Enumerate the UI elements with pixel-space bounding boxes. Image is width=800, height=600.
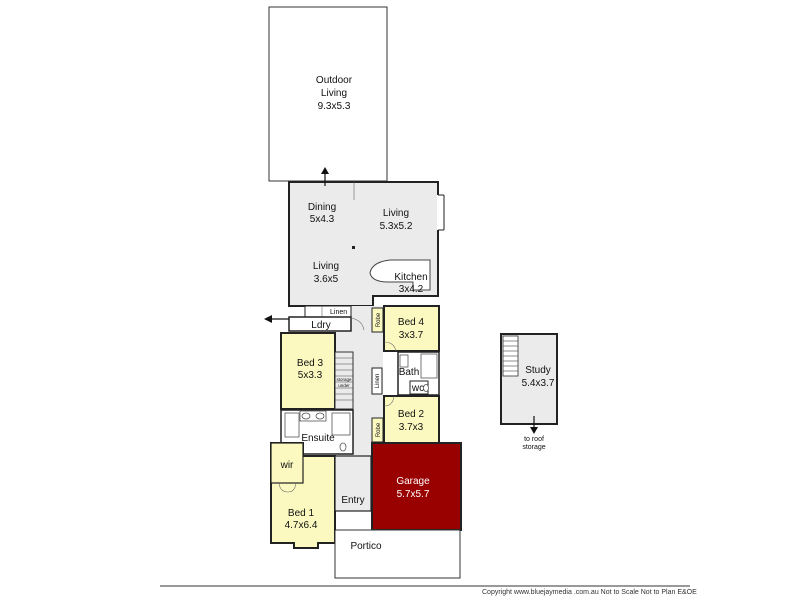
bed4-room [383,305,440,352]
storage-label-2: under [338,383,350,388]
kitchen-bench [369,259,431,291]
bed4-label: Bed 4 [398,317,425,328]
dining-label: Dining [308,202,336,213]
bed1-label: Bed 1 [288,508,315,519]
robe-bed4 [371,307,384,333]
portico [334,529,461,579]
bed4-dimension: 3x3.7 [399,330,424,341]
arrow-left-icon [264,315,272,323]
robe-bed2-label: Robe [376,422,382,437]
study-dimension: 5.4x3.7 [522,378,555,389]
bed3-room [280,332,336,410]
entry-area [334,455,372,512]
bed3-label: Bed 3 [297,358,324,369]
linen-mid-label: Linen [375,374,381,389]
robe-bed4-label: Robe [376,312,382,327]
wir-room [270,442,304,484]
portico-label: Portico [350,541,382,552]
living-small-dimension: 3.6x5 [314,274,339,285]
garage-label: Garage [396,476,430,487]
wir-label: wir [280,460,294,471]
living-small-label: Living [313,261,339,272]
bath-label: Bath [399,367,420,378]
kitchen-dimension: 3x4.2 [399,284,424,295]
outdoor-dimension: 9.3x5.3 [318,101,351,112]
bed2-label: Bed 2 [398,409,425,420]
study-label: Study [525,365,551,376]
living-main-dimension: 5.3x5.2 [380,221,413,232]
linen-mid [371,367,383,395]
bed1-dimension: 4.7x6.4 [285,520,318,531]
outdoor-living-area [268,6,388,182]
stairs [334,351,354,410]
outdoor-label-2: Living [321,88,347,99]
garage-dimension: 5.7x5.7 [397,489,430,500]
living-main-label: Living [383,208,409,219]
arrow-down-icon [530,427,538,434]
laundry-label: Ldry [311,320,330,331]
wc-label: wc [411,383,424,394]
bed2-room [383,395,440,444]
laundry-room [288,316,352,332]
linen-top-label: Linen [330,309,347,316]
roof-storage-label-2: storage [522,444,545,451]
outdoor-label: Outdoor [316,75,353,86]
storage-label: storage [336,377,352,382]
garage [371,442,462,531]
bed3-dimension: 5x3.3 [298,370,323,381]
ensuite-label: Ensuite [301,433,335,444]
dining-dimension: 5x4.3 [310,214,335,225]
copyright-footer: Copyright www.bluejaymedia .com.au Not t… [482,589,697,596]
roof-storage-label: to roof [524,436,544,443]
entry-label: Entry [341,495,364,506]
arrow-up-icon [321,167,329,174]
kitchen-label: Kitchen [394,272,427,283]
bed2-dimension: 3.7x3 [399,422,424,433]
